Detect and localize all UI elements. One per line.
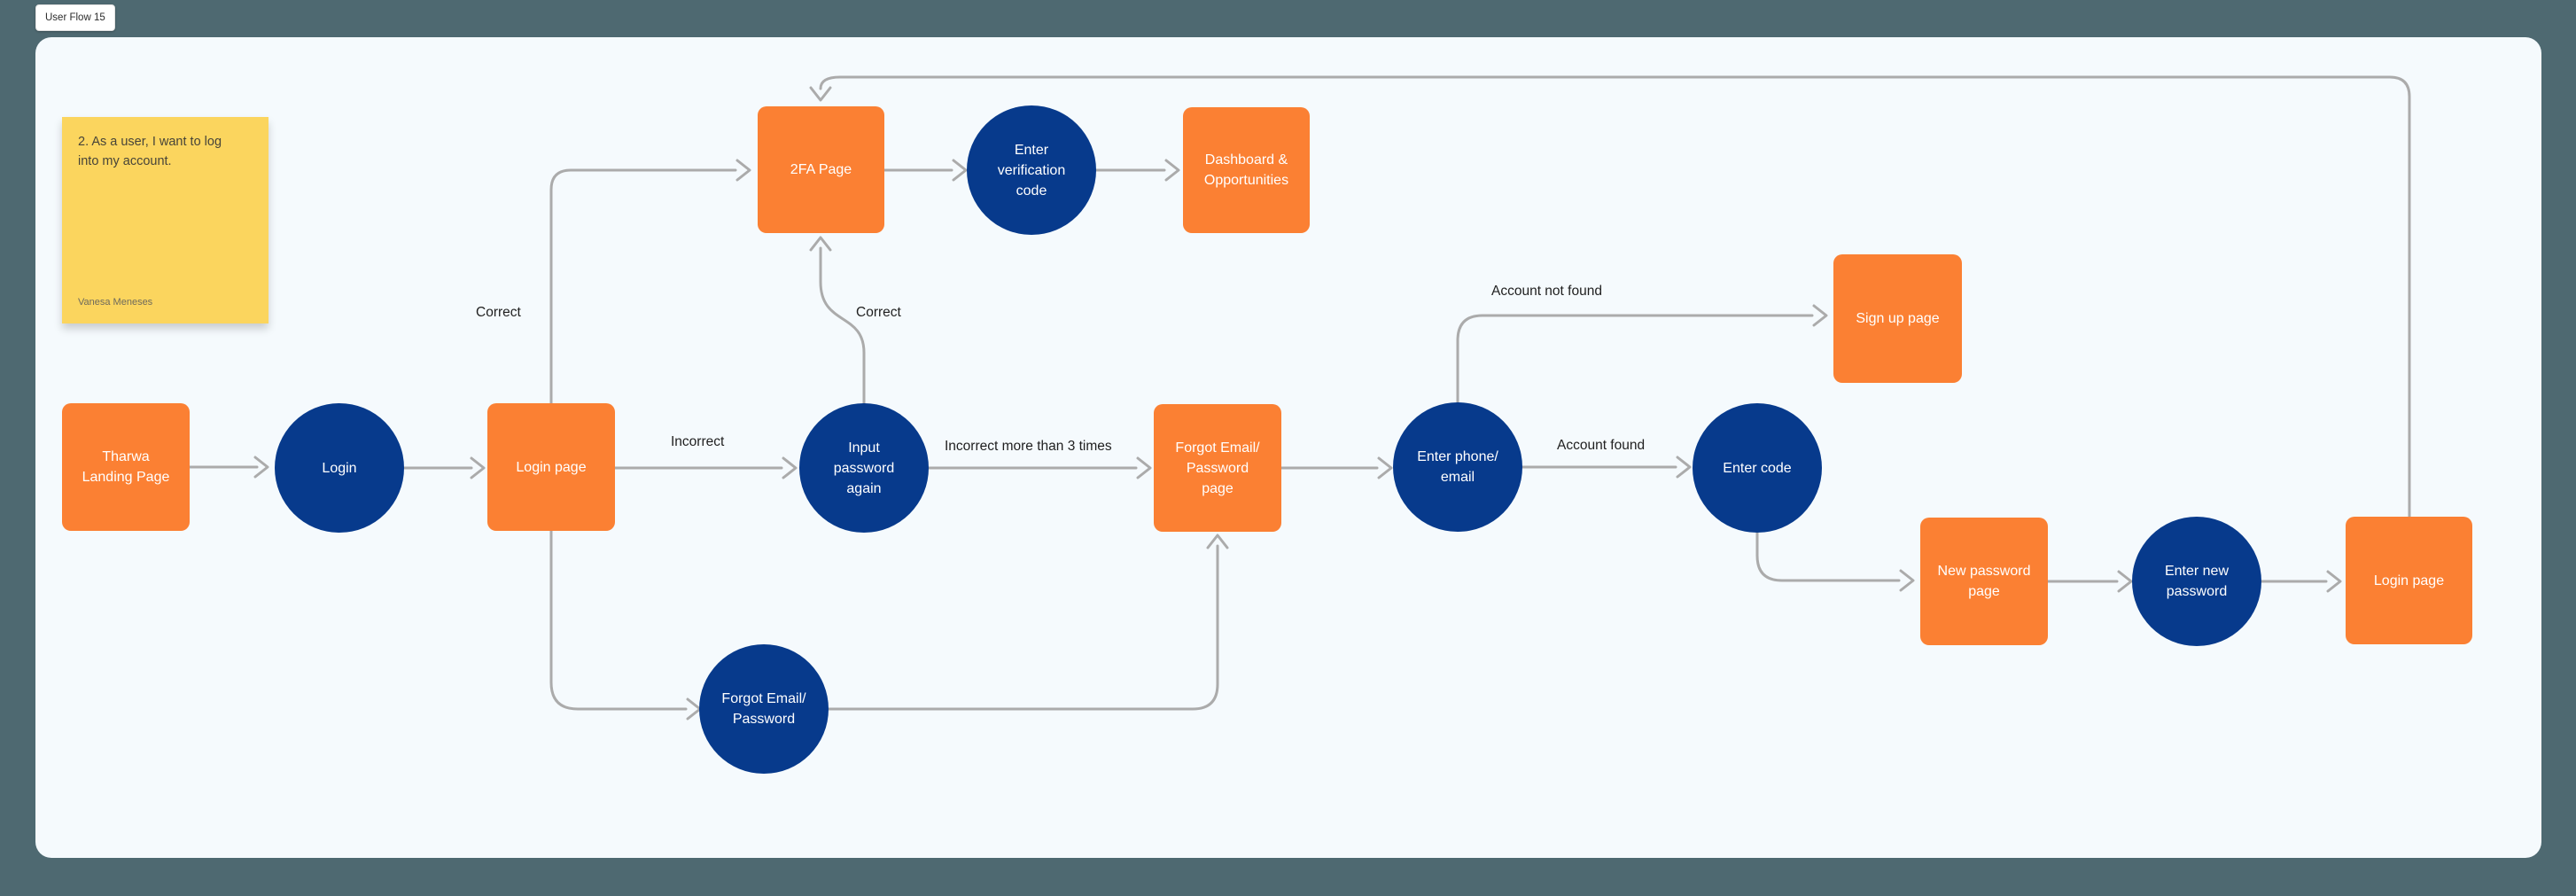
sticky-note[interactable]: 2. As a user, I want to log into my acco… [62, 117, 268, 323]
label-incorrect-login[interactable]: Incorrect [671, 434, 725, 449]
flow-section-tag[interactable]: User Flow 15 [35, 4, 115, 31]
node-tharwa-landing-page[interactable]: Tharwa Landing Page [62, 403, 190, 531]
node-sign-up-page[interactable]: Sign up page [1833, 254, 1962, 383]
node-enter-new-password[interactable]: Enter new password [2132, 517, 2261, 646]
node-enter-verification-code[interactable]: Enter verification code [967, 105, 1096, 235]
label-incorrect-3-times[interactable]: Incorrect more than 3 times [945, 439, 1112, 454]
node-login-page[interactable]: Login page [487, 403, 615, 531]
label-correct-password[interactable]: Correct [856, 305, 901, 320]
node-login-page-final[interactable]: Login page [2346, 517, 2472, 644]
node-new-password-page[interactable]: New password page [1920, 518, 2048, 645]
node-enter-code[interactable]: Enter code [1693, 403, 1822, 533]
node-forgot-email-password-page[interactable]: Forgot Email/ Password page [1154, 404, 1281, 532]
label-account-not-found[interactable]: Account not found [1491, 284, 1602, 299]
node-input-password-again[interactable]: Input password again [799, 403, 929, 533]
node-2fa-page[interactable]: 2FA Page [758, 106, 884, 233]
node-login[interactable]: Login [275, 403, 404, 533]
node-enter-phone-email[interactable]: Enter phone/ email [1393, 402, 1522, 532]
node-dashboard-opportunities[interactable]: Dashboard & Opportunities [1183, 107, 1310, 233]
label-account-found[interactable]: Account found [1557, 438, 1646, 453]
sticky-note-text: 2. As a user, I want to log into my acco… [78, 135, 222, 168]
label-correct-login[interactable]: Correct [476, 305, 521, 320]
sticky-note-author: Vanesa Meneses [78, 297, 153, 308]
node-forgot-email-password-circle[interactable]: Forgot Email/ Password [699, 644, 829, 774]
